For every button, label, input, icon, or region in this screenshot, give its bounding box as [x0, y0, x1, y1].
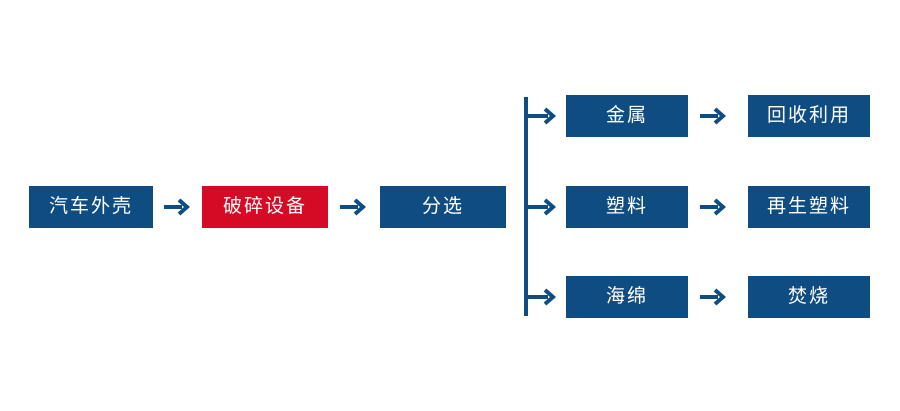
node-recycle-use-label: 回收利用	[766, 105, 851, 126]
branch-right-arrow-icon-plastic	[526, 192, 560, 222]
branch-right-arrow-icon-sponge	[526, 282, 560, 312]
node-crusher[interactable]: 破碎设备	[202, 186, 328, 228]
node-recycle-use[interactable]: 回收利用	[748, 95, 870, 137]
node-sorting-label: 分选	[421, 196, 464, 217]
node-plastic-label: 塑料	[605, 196, 648, 217]
node-sorting[interactable]: 分选	[380, 186, 506, 228]
node-sponge-label: 海绵	[605, 286, 648, 307]
node-incineration[interactable]: 焚烧	[748, 276, 870, 318]
right-arrow-icon-metal-to-recycle	[696, 99, 730, 133]
node-regenerated-plastic-label: 再生塑料	[766, 196, 851, 217]
node-shell[interactable]: 汽车外壳	[29, 186, 153, 228]
node-sponge[interactable]: 海绵	[566, 276, 688, 318]
node-metal-label: 金属	[605, 105, 648, 126]
right-arrow-icon-plastic-to-regenerated	[696, 190, 730, 224]
node-metal[interactable]: 金属	[566, 95, 688, 137]
node-incineration-label: 焚烧	[787, 286, 830, 307]
node-crusher-label: 破碎设备	[222, 196, 307, 217]
right-arrow-icon-sponge-to-incineration	[696, 280, 730, 314]
node-shell-label: 汽车外壳	[48, 196, 133, 217]
right-arrow-icon-crusher-to-sorting	[336, 190, 370, 224]
branch-right-arrow-icon-metal	[526, 101, 560, 131]
node-plastic[interactable]: 塑料	[566, 186, 688, 228]
node-regenerated-plastic[interactable]: 再生塑料	[748, 186, 870, 228]
right-arrow-icon-shell-to-crusher	[160, 190, 194, 224]
